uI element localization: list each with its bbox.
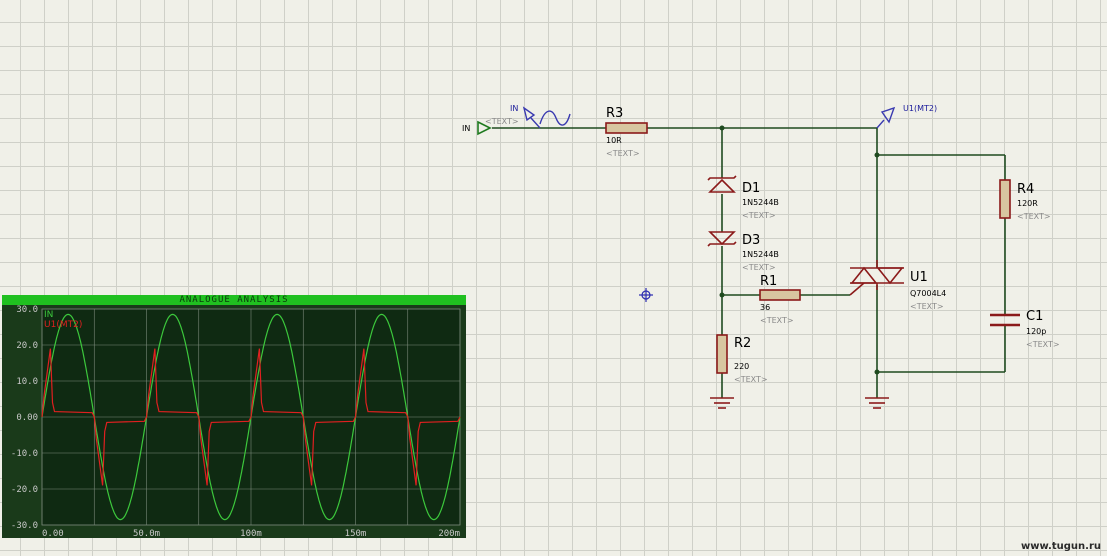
y-tick-label: -30.0 xyxy=(11,521,38,531)
r1-ref: R1 xyxy=(760,274,777,289)
zener-diode-d1[interactable]: D1 1N5244B <TEXT> xyxy=(707,175,779,220)
graph-plot-area: 30.0 20.0 10.0 0.00 -10.0 -20.0 -30.0 0.00 50.0… xyxy=(11,305,461,538)
analogue-analysis-graph[interactable]: ANALOGUE ANALYSIS 30.0 20.0 10.0 0.00 -10.0 -… xyxy=(2,295,466,538)
x-tick-label: 100m xyxy=(240,529,262,538)
sine-wave-icon xyxy=(539,110,571,126)
capacitor-c1[interactable]: C1 120p <TEXT> xyxy=(990,309,1060,349)
wires xyxy=(492,127,1006,398)
u1-ref: U1 xyxy=(910,270,928,285)
voltage-probe-mt2[interactable]: U1(MT2) xyxy=(876,104,937,129)
resistor-r4[interactable]: R4 120R <TEXT> xyxy=(999,179,1051,221)
ground-icon xyxy=(865,397,889,409)
u1-text: <TEXT> xyxy=(910,302,944,311)
u1-value: Q7004L4 xyxy=(910,289,946,298)
r4-text: <TEXT> xyxy=(1017,212,1051,221)
ground-icon xyxy=(710,397,734,409)
x-tick-label: 200m xyxy=(438,529,460,538)
graph-title[interactable]: ANALOGUE ANALYSIS xyxy=(2,295,466,305)
resistor-r3[interactable]: R3 10R <TEXT> xyxy=(605,106,648,158)
mt2-probe-label: U1(MT2) xyxy=(903,104,937,113)
y-axis-ticks: 30.0 20.0 10.0 0.00 -10.0 -20.0 -30.0 xyxy=(11,305,38,531)
y-tick-label: -10.0 xyxy=(11,449,38,459)
r2-value: 220 xyxy=(734,362,749,371)
triac-u1[interactable]: U1 Q7004L4 <TEXT> xyxy=(849,260,946,311)
x-tick-label: 50.0m xyxy=(133,529,160,538)
r1-text: <TEXT> xyxy=(760,316,794,325)
y-tick-label: 10.0 xyxy=(16,377,38,387)
r1-value: 36 xyxy=(760,303,770,312)
y-tick-label: 30.0 xyxy=(16,305,38,315)
input-terminal-label: IN xyxy=(462,124,470,133)
legend-u1mt2: U1(MT2) xyxy=(44,320,82,330)
y-tick-label: -20.0 xyxy=(11,485,38,495)
r3-text: <TEXT> xyxy=(606,149,640,158)
generator-probe-text: <TEXT> xyxy=(485,117,519,126)
zener-diode-d3[interactable]: D3 1N5244B <TEXT> xyxy=(707,231,779,272)
r2-text: <TEXT> xyxy=(734,375,768,384)
r3-value: 10R xyxy=(606,136,622,145)
d1-ref: D1 xyxy=(742,181,760,196)
resistor-r2[interactable]: R2 220 <TEXT> xyxy=(716,334,768,384)
input-terminal[interactable]: IN xyxy=(462,120,492,136)
c1-value: 120p xyxy=(1026,327,1046,336)
r4-ref: R4 xyxy=(1017,182,1034,197)
y-tick-label: 20.0 xyxy=(16,341,38,351)
junction-dots xyxy=(719,125,880,375)
x-tick-label: 150m xyxy=(345,529,367,538)
resistor-r1[interactable]: R1 36 <TEXT> xyxy=(759,274,801,325)
series-u1mt2-line xyxy=(41,348,461,486)
y-tick-label: 0.00 xyxy=(16,413,38,423)
x-axis-ticks: 0.00 50.0m 100m 150m 200m xyxy=(42,529,460,538)
r2-ref: R2 xyxy=(734,336,751,351)
d1-text: <TEXT> xyxy=(742,211,776,220)
legend-in: IN xyxy=(44,310,53,320)
d3-ref: D3 xyxy=(742,233,760,248)
x-tick-label: 0.00 xyxy=(42,529,64,538)
c1-text: <TEXT> xyxy=(1026,340,1060,349)
origin-crosshair-icon xyxy=(639,288,653,302)
d3-value: 1N5244B xyxy=(742,250,779,259)
d3-text: <TEXT> xyxy=(742,263,776,272)
watermark-text: www.tugun.ru xyxy=(1020,541,1101,552)
r4-value: 120R xyxy=(1017,199,1038,208)
r3-ref: R3 xyxy=(606,106,623,121)
generator-probe-label: IN xyxy=(510,104,518,113)
d1-value: 1N5244B xyxy=(742,198,779,207)
generator-probe[interactable]: IN <TEXT> xyxy=(485,104,571,129)
c1-ref: C1 xyxy=(1026,309,1043,324)
